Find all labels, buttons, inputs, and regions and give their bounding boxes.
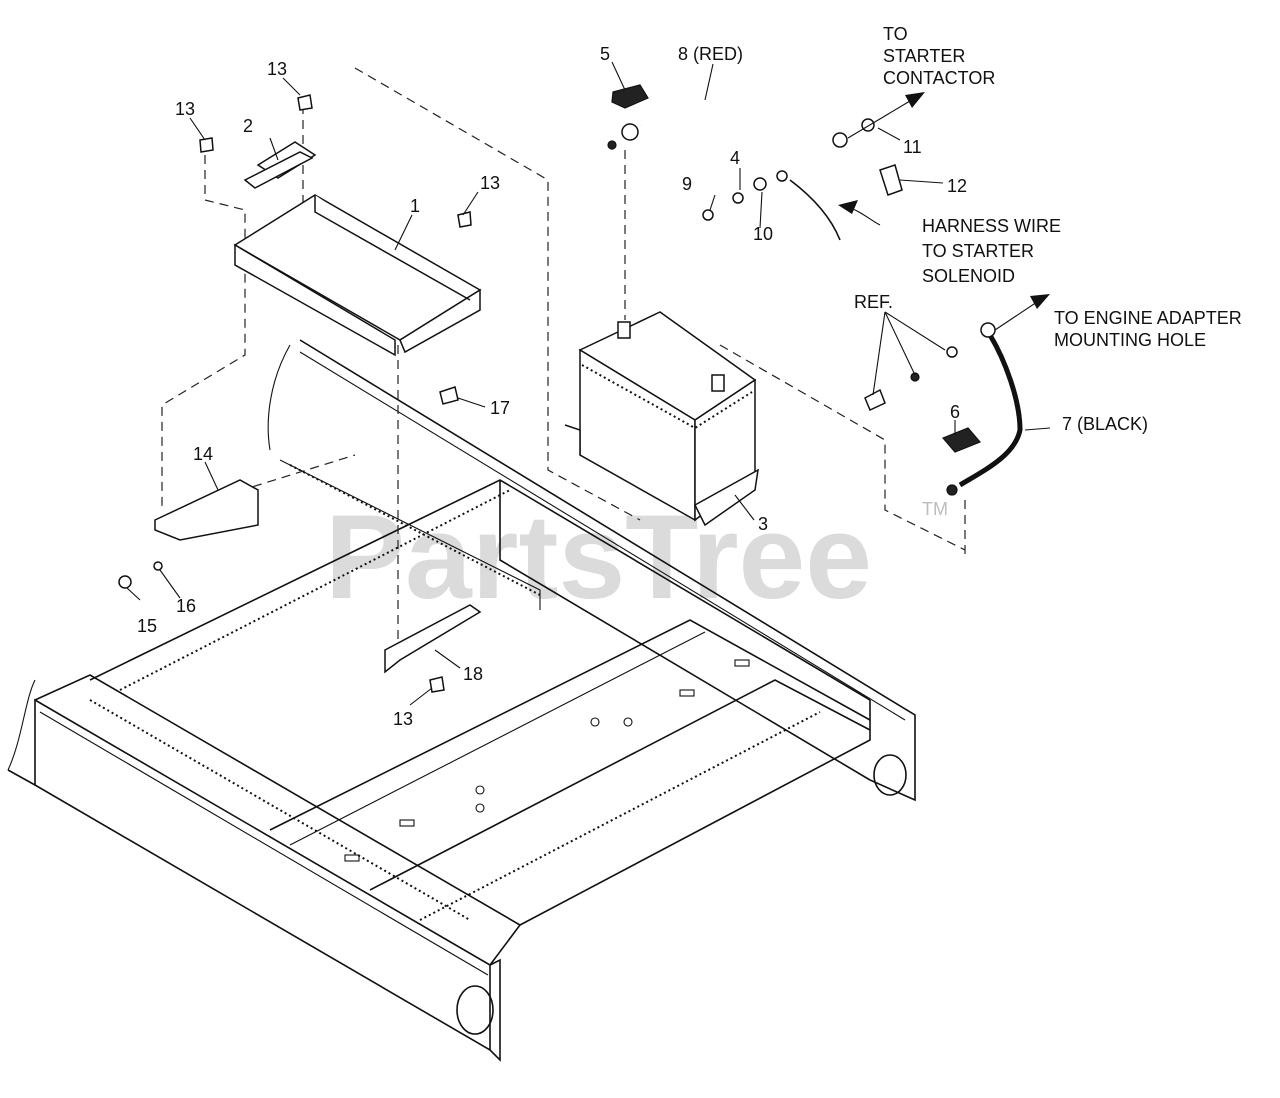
note-harness-2: TO STARTER: [922, 241, 1034, 261]
part-1-battery-tray: [233, 194, 482, 357]
note-harness-1: HARNESS WIRE: [922, 216, 1061, 236]
note-starter-3: CONTACTOR: [883, 68, 995, 88]
callout-ref: REF.: [854, 292, 893, 312]
callout-1: 1: [410, 196, 420, 216]
hardware: [118, 94, 958, 693]
callout-13-top: 13: [267, 59, 287, 79]
callout-9: 9: [682, 174, 692, 194]
part-6-terminal-boot: [941, 427, 982, 453]
note-harness-3: SOLENOID: [922, 266, 1015, 286]
watermark-trademark: TM: [922, 499, 948, 519]
callout-leaders: [126, 61, 1051, 706]
part-8-red-cable: [607, 102, 848, 150]
callout-12: 12: [947, 176, 967, 196]
part-3-battery: [564, 311, 759, 527]
note-starter-1: TO: [883, 24, 908, 44]
part-14-bracket: [154, 479, 259, 541]
callout-14: 14: [193, 444, 213, 464]
callout-8-red: 8 (RED): [678, 44, 743, 64]
watermark-text: PartsTree: [325, 490, 872, 624]
part-5-terminal-boot: [611, 84, 649, 109]
callout-13-right: 13: [480, 173, 500, 193]
chassis-frame: [7, 339, 916, 1062]
part-18-bracket: [384, 604, 482, 674]
callout-6: 6: [950, 402, 960, 422]
callout-3: 3: [758, 514, 768, 534]
note-starter-2: STARTER: [883, 46, 965, 66]
callout-7-black: 7 (BLACK): [1062, 414, 1148, 434]
callout-11: 11: [903, 137, 922, 157]
callout-13-left: 13: [175, 99, 195, 119]
callout-17: 17: [490, 398, 510, 418]
callout-16: 16: [176, 596, 196, 616]
note-engine-1: TO ENGINE ADAPTER: [1054, 308, 1242, 328]
callout-10: 10: [753, 224, 773, 244]
callout-13-bottom: 13: [393, 709, 413, 729]
direction-arrows: [838, 92, 1050, 331]
harness-wire: [789, 179, 841, 241]
part-2-hold-down: [243, 141, 317, 189]
callout-15: 15: [137, 616, 157, 636]
part-7-black-cable: [946, 322, 1023, 496]
assembly-leader-lines: [161, 67, 966, 645]
note-engine-2: MOUNTING HOLE: [1054, 330, 1206, 350]
callout-4: 4: [730, 148, 740, 168]
callout-2: 2: [243, 116, 253, 136]
callout-18: 18: [463, 664, 483, 684]
callout-5: 5: [600, 44, 610, 64]
